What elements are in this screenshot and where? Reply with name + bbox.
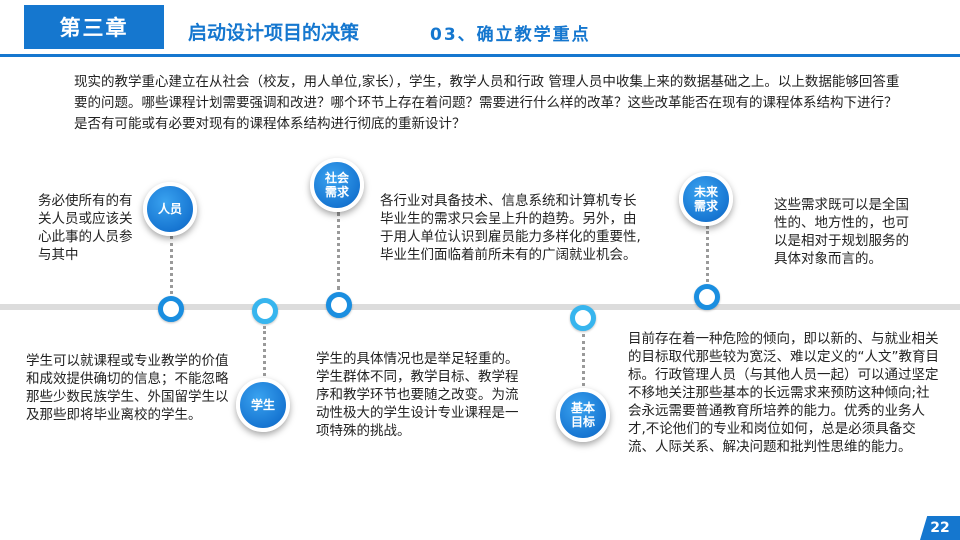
timeline-marker-basic	[570, 305, 596, 331]
intro-paragraph: 现实的教学重心建立在从社会（校友，用人单位,家长），学生，教学人员和行政 管理人…	[74, 74, 900, 132]
bubble-personnel: 人员	[143, 182, 197, 236]
timeline-marker-students	[252, 298, 278, 324]
connector-future	[706, 226, 709, 282]
bubble-future: 未来需求	[679, 172, 733, 226]
connector-personnel	[170, 236, 173, 294]
connector-students	[263, 326, 266, 376]
header-divider	[0, 54, 960, 57]
timeline-marker-future	[694, 284, 720, 310]
students-text-right: 学生的具体情况也是举足轻重的。学生群体不同，教学目标、教学程序和教学环节也要随之…	[316, 351, 519, 439]
chapter-label: 第三章	[24, 5, 164, 49]
students-text-left: 学生可以就课程或专业教学的价值和成效提供确切的信息；不能忽略那些少数民族学生、外…	[26, 353, 229, 423]
bubble-future-label: 未来需求	[693, 185, 718, 213]
bubble-basic: 基本目标	[556, 388, 610, 442]
bubble-students: 学生	[236, 378, 290, 432]
timeline-marker-personnel	[158, 296, 184, 322]
connector-society	[337, 212, 340, 290]
bubble-basic-label: 基本目标	[570, 401, 595, 429]
timeline-bar	[0, 304, 960, 310]
personnel-text: 务必使所有的有关人员或应该关心此事的人员参与其中	[38, 193, 133, 263]
timeline-marker-society	[326, 292, 352, 318]
basic-text: 目前存在着一种危险的倾向，即以新的、与就业相关的目标取代那些较为宽泛、难以定义的…	[628, 331, 939, 455]
connector-basic	[582, 334, 585, 386]
bubble-society: 社会需求	[310, 158, 364, 212]
section-subtitle: 03、确立教学重点	[430, 25, 591, 45]
bubble-society-label: 社会需求	[324, 171, 349, 199]
bubble-students-label: 学生	[250, 398, 275, 412]
bubble-personnel-label: 人员	[157, 202, 182, 216]
page-number: 22	[920, 516, 960, 540]
section-title: 启动设计项目的决策	[188, 22, 360, 44]
future-text: 这些需求既可以是全国性的、地方性的，也可以是相对于规划服务的具体对象而言的。	[774, 197, 909, 267]
header-bar: 第三章 启动设计项目的决策 03、确立教学重点	[0, 0, 960, 62]
society-text: 各行业对具备技术、信息系统和计算机专长毕业生的需求只会呈上升的趋势。另外，由于用…	[380, 193, 641, 263]
